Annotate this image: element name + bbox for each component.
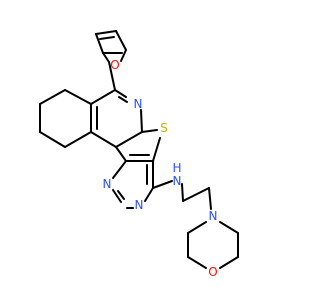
- thiophene-sulfur-label: S: [160, 121, 168, 135]
- morpholine-nitrogen-label: N: [209, 209, 218, 223]
- bond: [108, 61, 116, 91]
- bond: [112, 160, 127, 179]
- pyridine-nitrogen-label: N: [134, 97, 143, 111]
- bond: [144, 187, 154, 202]
- bond: [118, 96, 128, 103]
- bonds: [39, 30, 239, 269]
- bond: [64, 89, 92, 105]
- pyrimidine-nitrogen-1-label: N: [103, 177, 112, 191]
- bond: [90, 89, 116, 105]
- bond: [187, 256, 207, 269]
- bond: [112, 189, 122, 203]
- furan-oxygen-label: O: [110, 58, 119, 72]
- bond: [115, 30, 127, 51]
- bond: [115, 131, 143, 148]
- molecule-structure: O N S N N N H N O: [39, 30, 239, 279]
- bond: [95, 30, 117, 35]
- bond: [152, 137, 161, 162]
- pyrimidine-nitrogen-3-label: N: [135, 198, 144, 212]
- bond: [187, 221, 207, 234]
- amine-hydrogen-label: H: [172, 161, 181, 175]
- bond: [152, 180, 173, 189]
- bond: [117, 190, 125, 200]
- bond: [64, 131, 92, 148]
- bond: [39, 89, 66, 105]
- bond: [114, 89, 127, 98]
- atom-labels: O N S N N N H N O: [103, 58, 218, 279]
- bond: [182, 187, 210, 202]
- bond: [141, 129, 158, 133]
- bond: [120, 49, 127, 62]
- morpholine-oxygen-label: O: [208, 265, 217, 279]
- bond: [90, 131, 117, 148]
- bond: [95, 33, 104, 54]
- amine-nitrogen-label: N: [173, 174, 182, 188]
- bond: [181, 183, 184, 202]
- bond: [99, 36, 115, 40]
- bond: [140, 109, 143, 133]
- bond: [208, 187, 212, 210]
- bond: [102, 52, 110, 63]
- bond: [219, 256, 239, 269]
- bond: [39, 131, 66, 148]
- bond: [115, 146, 127, 162]
- bond: [219, 221, 239, 234]
